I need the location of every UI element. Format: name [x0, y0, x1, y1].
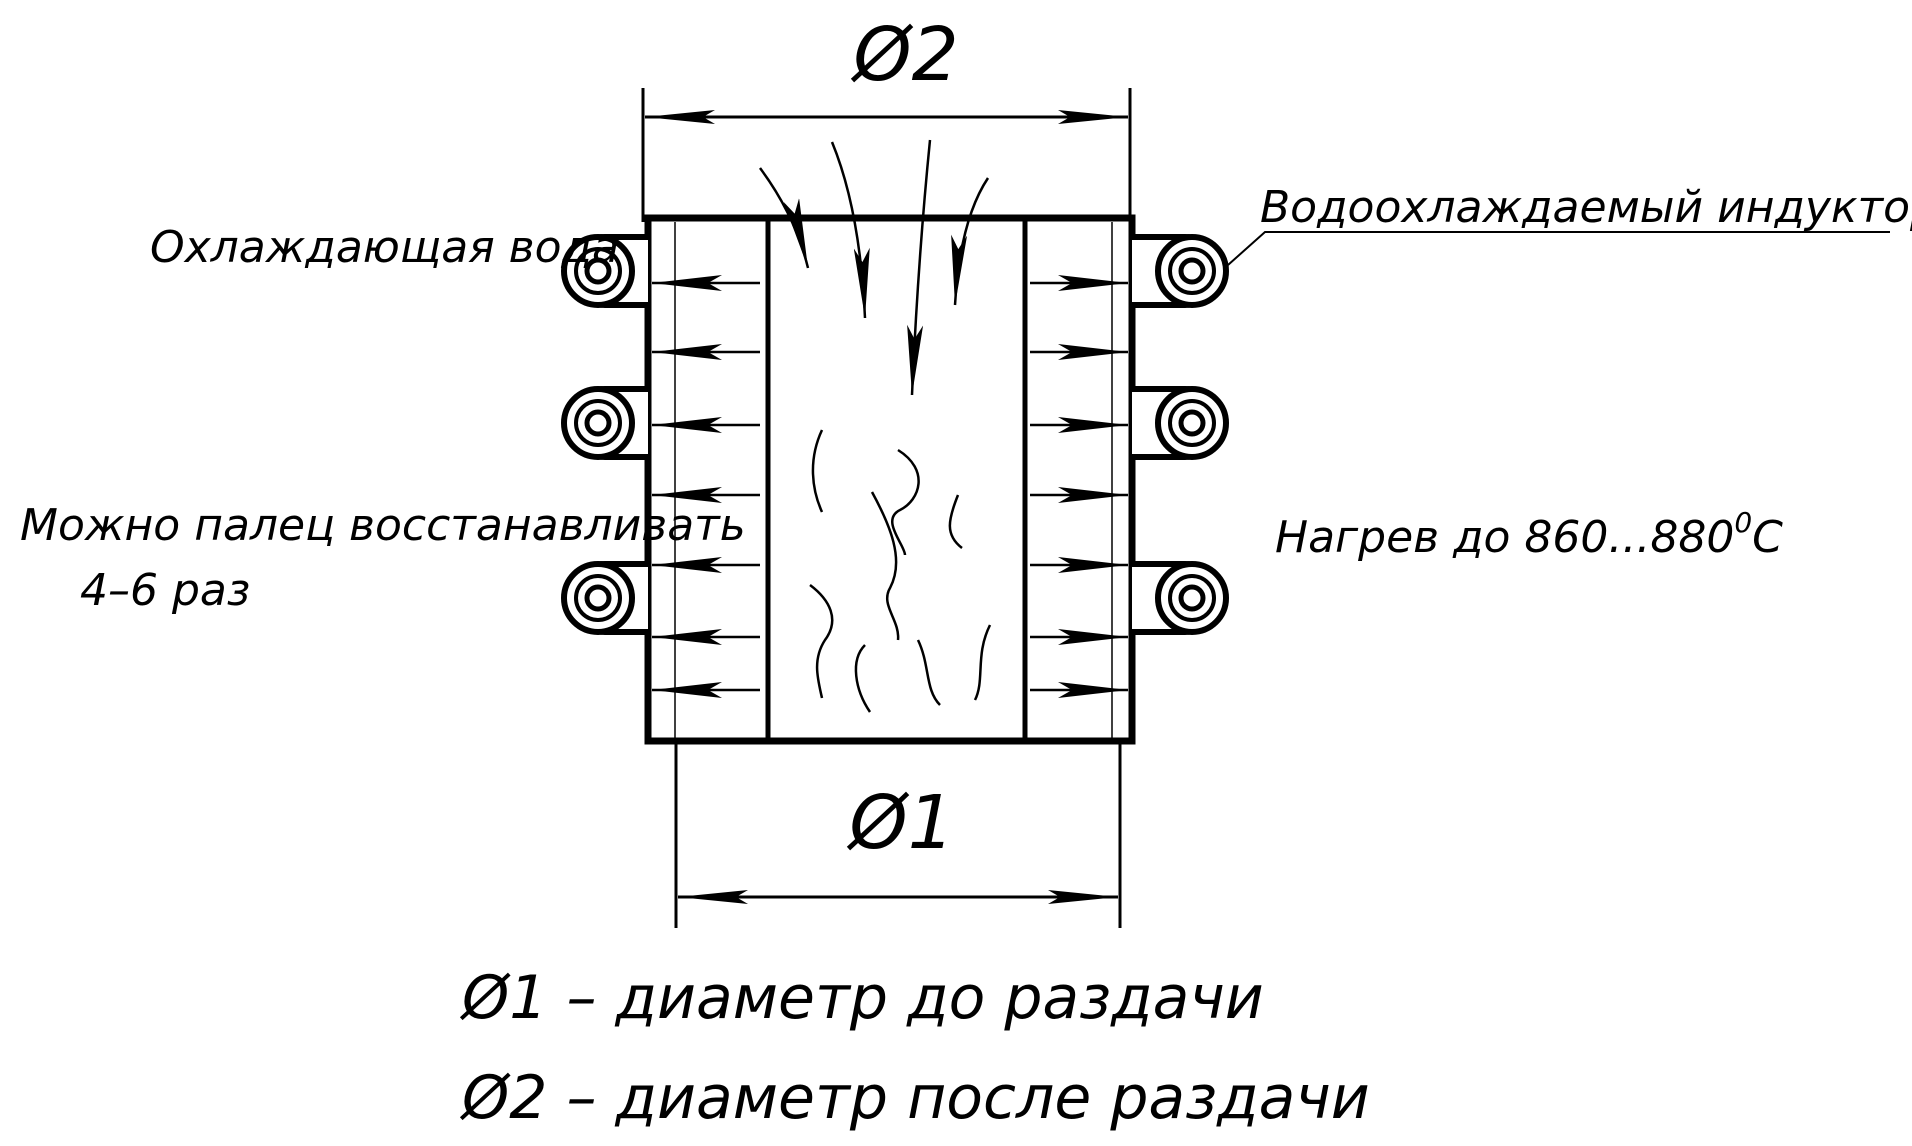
inductor-coil-icon	[564, 386, 648, 460]
inductor-coil-icon	[564, 234, 648, 308]
inductor-leader-line	[1227, 231, 1890, 266]
heat-wave	[811, 429, 824, 513]
dimension-phi2: Ø2	[641, 12, 1132, 222]
inductor-coils-left	[564, 234, 648, 635]
pin-body	[644, 214, 1136, 745]
heat-waves	[809, 429, 992, 713]
inductor-coil-icon	[1132, 561, 1226, 635]
inductor-coil-icon	[564, 561, 648, 635]
phi2-label: Ø2	[850, 12, 958, 98]
force-arrows-right	[1030, 275, 1128, 698]
arrow-icon	[758, 167, 810, 269]
heat-wave	[891, 448, 920, 556]
legend-line-2: Ø2 – диаметр после раздачи	[459, 1063, 1370, 1133]
heat-wave	[809, 584, 834, 699]
dimension-phi1: Ø1	[674, 742, 1122, 928]
cooling-water-label: Охлаждающая вода	[150, 222, 619, 273]
heat-wave	[870, 491, 900, 641]
pin-outline	[644, 214, 1136, 745]
inductor-label: Водоохлаждаемый индуктор ТВЧ	[1260, 182, 1912, 233]
inductor-coil-icon	[1132, 386, 1226, 460]
heat-wave	[854, 644, 872, 713]
restore-label-line2: 4–6 раз	[80, 565, 250, 616]
heat-wave	[916, 639, 941, 706]
phi1-label: Ø1	[846, 780, 954, 866]
cooling-flow-arrows	[758, 139, 990, 396]
heat-wave	[948, 494, 963, 549]
arrow-icon	[951, 177, 990, 306]
inductor-coils-right	[1132, 234, 1226, 635]
arrow-icon	[907, 139, 932, 396]
heating-label: Нагрев до 860...8800С	[1275, 506, 1783, 563]
arrow-icon	[830, 141, 870, 319]
force-arrows-left	[652, 275, 760, 698]
legend-line-1: Ø1 – диаметр до раздачи	[459, 963, 1264, 1033]
inductor-coil-icon	[1132, 234, 1226, 308]
restore-label-line1: Можно палец восстанавливать	[20, 500, 746, 551]
heat-wave	[973, 624, 992, 701]
